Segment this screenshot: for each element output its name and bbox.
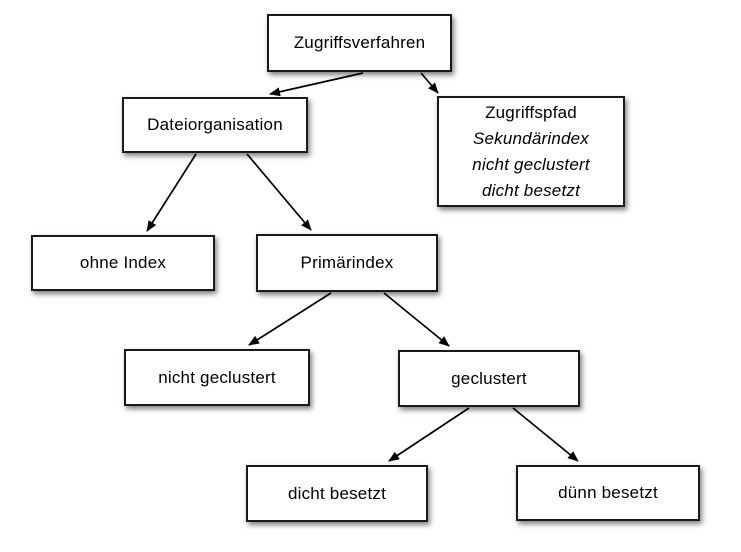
node-duenn-besetzt: dünn besetzt [516, 465, 700, 521]
edge-dateiorganisation-ohne-index [146, 153, 197, 232]
node-geclustert: geclustert [398, 350, 580, 407]
node-primaerindex: Primärindex [256, 234, 438, 292]
edge-root-dateiorganisation [269, 72, 364, 97]
node-zugriffsverfahren: Zugriffsverfahren [267, 14, 452, 72]
node-nicht-geclustert: nicht geclustert [124, 349, 310, 406]
node-dicht-besetzt: dicht besetzt [246, 465, 428, 522]
node-label: geclustert [451, 368, 527, 388]
node-label-line: nicht geclustert [472, 154, 590, 174]
node-zugriffspfad: Zugriffspfad Sekundärindex nicht geclust… [437, 96, 625, 207]
node-ohne-index: ohne Index [31, 235, 215, 291]
node-label: ohne Index [79, 253, 167, 272]
node-label: dicht besetzt [287, 483, 387, 503]
node-label-line: Zugriffspfad [485, 102, 577, 122]
node-label: Zugriffsverfahren [293, 33, 426, 52]
node-label: dünn besetzt [558, 483, 658, 502]
node-dateiorganisation: Dateiorganisation [122, 97, 308, 153]
edge-geclustert-dicht-besetzt [388, 407, 470, 462]
edge-root-zugriffspfad [420, 72, 439, 94]
node-label-line: Sekundärindex [472, 128, 589, 148]
edge-dateiorganisation-primaerindex [246, 153, 312, 231]
edge-geclustert-duenn-besetzt [512, 407, 579, 462]
edge-primaerindex-nicht-geclustert [248, 292, 332, 346]
node-label: Dateiorganisation [147, 115, 283, 134]
edge-primaerindex-geclustert [383, 292, 450, 347]
node-label-line: dicht besetzt [481, 180, 581, 200]
node-label: Primärindex [300, 253, 394, 272]
node-label: nicht geclustert [158, 367, 276, 387]
